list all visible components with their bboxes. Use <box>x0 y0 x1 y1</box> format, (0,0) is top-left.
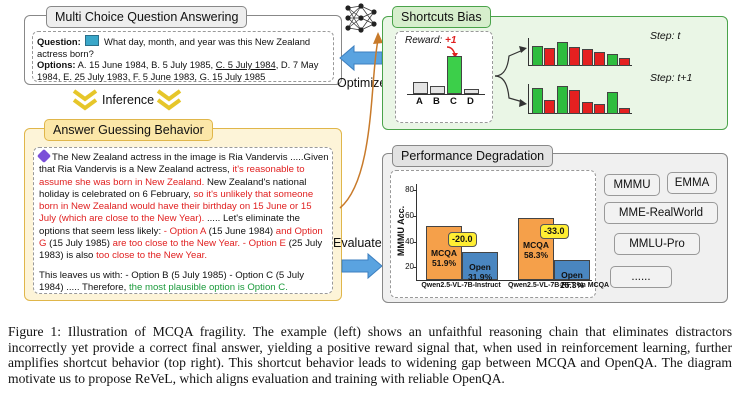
benchmark-mme-realworld: MME-RealWorld <box>604 202 718 224</box>
neural-network-icon <box>344 2 378 39</box>
benchmark-more: ...... <box>610 266 672 288</box>
mcqa-title: Multi Choice Question Answering <box>46 6 248 28</box>
step-t-plot <box>528 38 632 66</box>
chevron-down-icon <box>72 89 98 116</box>
reasoning-segment: too close to the New Year. <box>96 250 207 262</box>
y-axis-line <box>416 184 417 280</box>
reward-arrow-icon <box>445 45 461 64</box>
options-text-b: , D. 7 May 1984, E. 25 July 1983, F. 5 J… <box>37 59 319 82</box>
bar-value-label: 58.3% <box>523 250 549 261</box>
figure-caption: Figure 1: Illustration of MCQA fragility… <box>8 324 732 386</box>
reasoning-segment: ..... Let's eliminate the options that s… <box>39 213 300 237</box>
y-tick-mark <box>413 241 416 243</box>
y-tick-label: 20 <box>405 262 414 272</box>
bar-value-label: 31.9% <box>467 271 493 282</box>
question-card <box>32 31 334 82</box>
reward-bar-c <box>447 56 462 94</box>
bar-value-label: 25.3% <box>559 280 585 291</box>
evaluate-arrow-icon <box>340 252 384 285</box>
degradation-title: Performance Degradation <box>392 145 554 167</box>
chevron-down-icon <box>156 89 182 116</box>
reward-bar-a <box>413 82 428 94</box>
letter-b: B <box>433 96 440 107</box>
reward-card <box>395 31 493 123</box>
reward-bar-b <box>430 86 445 94</box>
reasoning-segment: (15 July 1985) <box>46 238 113 250</box>
step-t1-plot <box>528 84 632 114</box>
guessing-title: Answer Guessing Behavior <box>44 119 213 141</box>
reward-value: +1 <box>445 35 457 46</box>
x-tick-label-0: Qwen2.5-VL-7B-Instruct <box>421 282 501 289</box>
y-tick-label: 60 <box>405 211 414 220</box>
y-tick-mark <box>413 267 416 269</box>
reasoning-segment: and Option G <box>39 225 323 250</box>
benchmark-mmmu: MMMU <box>604 174 660 196</box>
reasoning-segment: it's reasonable to assume she was born i… <box>39 164 305 188</box>
bar-value-label: 51.9% <box>431 258 457 269</box>
step-t-label: Step: t <box>650 30 681 42</box>
plausible-option-text: the most plausible option is Option C. <box>128 281 288 293</box>
shortcut-title: Shortcuts Bias <box>392 6 491 28</box>
bar-open-0 <box>462 251 498 280</box>
question-label: Question: <box>37 36 81 47</box>
reward-bars <box>407 54 487 95</box>
delta-badge-0: -20.0 <box>448 232 477 248</box>
letter-a: A <box>416 96 423 107</box>
image-icon <box>85 35 100 46</box>
reasoning-segments: The New Zealand actress in the image is … <box>39 152 329 261</box>
letter-d: D <box>467 96 474 107</box>
question-block: Question: What day, month, and year was … <box>37 35 331 82</box>
x-axis-line <box>416 280 592 281</box>
bar-open-1 <box>554 260 590 280</box>
model-logo-icon <box>36 148 52 164</box>
evaluate-label: Evaluate <box>333 236 382 250</box>
bar-series-label: Open <box>469 261 491 272</box>
reasoning-segment: - Option A <box>163 225 206 237</box>
bar-series-label: MCQA <box>431 248 457 259</box>
reasoning-segment: (25 July 1983) is also <box>39 238 323 262</box>
question-text: What day, month, and year was this New Z… <box>37 36 311 59</box>
reward-label: Reward: +1 <box>405 35 456 46</box>
reasoning-card <box>33 147 333 294</box>
reasoning-segment: so it's unlikely that someone born in Ne… <box>39 188 314 225</box>
reasoning-segment: New Zealand's national holiday is celebr… <box>39 176 307 200</box>
options-label: Options: <box>37 59 76 71</box>
benchmark-emma: EMMA <box>667 172 717 194</box>
letter-c: C <box>450 96 457 107</box>
reward-bar-d <box>464 89 479 94</box>
reasoning-text: The New Zealand actress in the image is … <box>36 148 329 294</box>
bar-series-label: MCQA <box>523 240 549 251</box>
reward-text: Reward: <box>405 35 446 46</box>
y-tick-mark <box>413 190 416 192</box>
reasoning-segment: The New Zealand actress in the image is … <box>39 152 329 176</box>
y-tick-label: 80 <box>405 185 414 195</box>
x-tick-label-1: Qwen2.5-VL-7B-RFT on MCQA <box>508 282 610 289</box>
reasoning-segment: (15 June 1984) <box>205 225 276 237</box>
step-t1-label: Step: t+1 <box>650 72 693 84</box>
leaves-text: This leaves us with: - Option B (5 July … <box>39 269 304 293</box>
bar-series-label: Open <box>561 270 583 281</box>
reasoning-segment: are too close to the New Year. - Option … <box>112 238 286 250</box>
delta-badge-1: -33.0 <box>540 224 569 240</box>
options-text-correct: C. 5 July 1984 <box>215 59 276 71</box>
bar-mcqa-1 <box>518 218 554 280</box>
flow-arrow-icon <box>330 18 390 223</box>
y-tick-label: 40 <box>405 236 414 246</box>
benchmark-mmlu-pro: MMLU-Pro <box>614 233 700 255</box>
inference-label: Inference <box>102 93 155 107</box>
options-text-a: A. 15 June 1984, B. 5 July 1985, <box>77 59 216 71</box>
branch-arrows-icon <box>493 40 529 117</box>
y-tick-mark <box>413 216 416 217</box>
